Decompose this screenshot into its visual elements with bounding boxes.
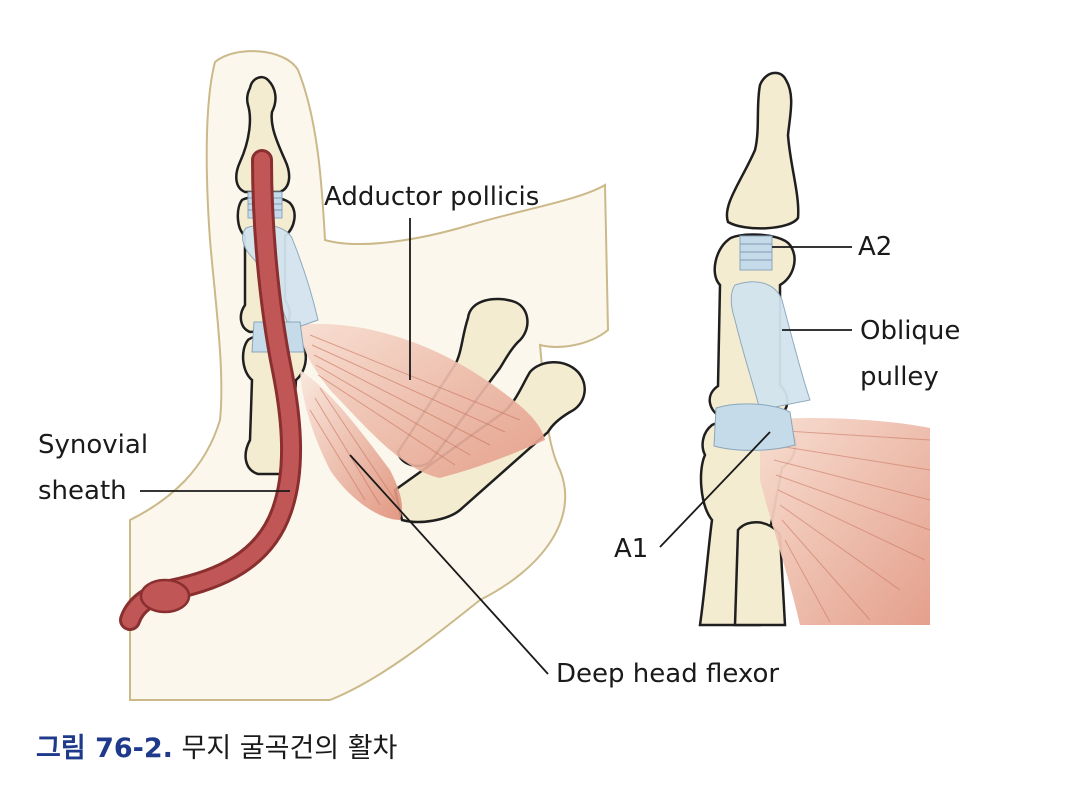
right-distal-phalanx [725,71,800,230]
right-muscle-fibers [769,429,931,623]
right-a1-pulley [713,403,796,451]
label-synovial-sheath-line2: sheath [38,476,127,506]
label-synovial-sheath-line1: Synovial [38,430,149,460]
figure-caption: 그림 76-2. 무지 굴곡건의 활차 [36,726,397,765]
label-oblique-pulley-line2: pulley [860,362,939,392]
right-oblique-pulley [730,281,811,411]
deep-head-flexor-muscle [300,370,402,520]
adductor-pollicis-muscle [300,323,545,478]
leader-lines [140,218,852,675]
leader-deep-head-flexor [349,454,549,675]
label-adductor-pollicis: Adductor pollicis [324,182,540,212]
left-hand-illustration [119,50,610,701]
figure-caption-number: 그림 76-2. [36,733,173,764]
thumb-distal-phalanx [235,76,291,194]
right-a2-pulley [739,235,773,271]
synovial-sheath-bulge [139,578,191,614]
label-deep-head-flexor: Deep head flexor [556,659,780,689]
right-a2-pulley-stripes [740,243,772,261]
right-adjacent-bone [733,521,787,627]
figure-caption-text: 무지 굴곡건의 활차 [181,733,398,764]
muscle-fibers [309,334,521,506]
label-oblique-pulley-line1: Oblique [860,316,961,346]
leader-a1 [659,431,771,548]
label-a2: A2 [858,232,893,262]
right-thumb-illustration [698,71,931,627]
label-a1: A1 [614,534,649,564]
